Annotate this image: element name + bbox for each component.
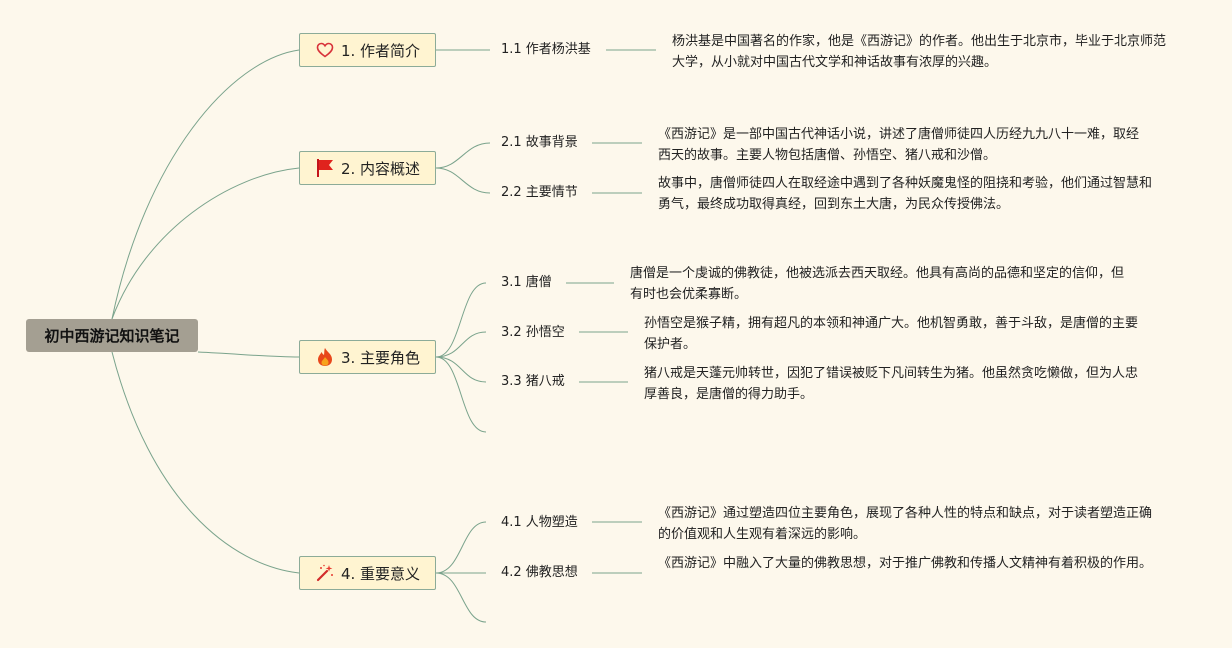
root-label: 初中西游记知识笔记 (44, 327, 180, 345)
note-4-2: 《西游记》中融入了大量的佛教思想，对于推广佛教和传播人文精神有着积极的作用。 (658, 556, 1153, 571)
root-node[interactable]: 初中西游记知识笔记 (26, 319, 198, 352)
magic-wand-icon (315, 563, 335, 583)
fire-icon (315, 347, 335, 367)
branch-label: 1. 作者简介 (340, 41, 421, 60)
note-1-1: 杨洪基是中国著名的作家，他是《西游记》的作者。他出生于北京市，毕业于北京师范大学… (672, 34, 1167, 70)
branch-label: 3. 主要角色 (340, 348, 421, 367)
sub-node-3-1[interactable]: 3.1 唐僧 (501, 275, 552, 290)
branch-node-characters[interactable]: 3. 主要角色 (299, 340, 436, 374)
sub-node-2-1[interactable]: 2.1 故事背景 (501, 135, 578, 150)
branch-node-author[interactable]: 1. 作者简介 (299, 33, 436, 67)
note-3-2: 孙悟空是猴子精，拥有超凡的本领和神通广大。他机智勇敢，善于斗敌，是唐僧的主要保护… (644, 316, 1139, 352)
sub-node-1-1[interactable]: 1.1 作者杨洪基 (501, 42, 591, 57)
branch-label: 2. 内容概述 (340, 159, 421, 178)
flag-icon (315, 158, 335, 178)
note-4-1: 《西游记》通过塑造四位主要角色，展现了各种人性的特点和缺点，对于读者塑造正确的价… (658, 506, 1153, 542)
sub-node-4-1[interactable]: 4.1 人物塑造 (501, 515, 578, 530)
sub-node-3-2[interactable]: 3.2 孙悟空 (501, 325, 565, 340)
note-2-2: 故事中，唐僧师徒四人在取经途中遇到了各种妖魔鬼怪的阻挠和考验，他们通过智慧和勇气… (658, 176, 1153, 212)
sub-node-3-3[interactable]: 3.3 猪八戒 (501, 374, 565, 389)
note-2-1: 《西游记》是一部中国古代神话小说，讲述了唐僧师徒四人历经九九八十一难，取经西天的… (658, 127, 1140, 163)
note-3-1: 唐僧是一个虔诚的佛教徒，他被选派去西天取经。他具有高尚的品德和坚定的信仰，但有时… (630, 266, 1125, 302)
sub-node-4-2[interactable]: 4.2 佛教思想 (501, 565, 578, 580)
branch-label: 4. 重要意义 (340, 564, 421, 583)
branch-node-significance[interactable]: 4. 重要意义 (299, 556, 436, 590)
note-3-3: 猪八戒是天蓬元帅转世，因犯了错误被贬下凡间转生为猪。他虽然贪吃懒做，但为人忠厚善… (644, 366, 1139, 402)
heart-icon (315, 40, 335, 60)
sub-node-2-2[interactable]: 2.2 主要情节 (501, 185, 578, 200)
branch-node-overview[interactable]: 2. 内容概述 (299, 151, 436, 185)
